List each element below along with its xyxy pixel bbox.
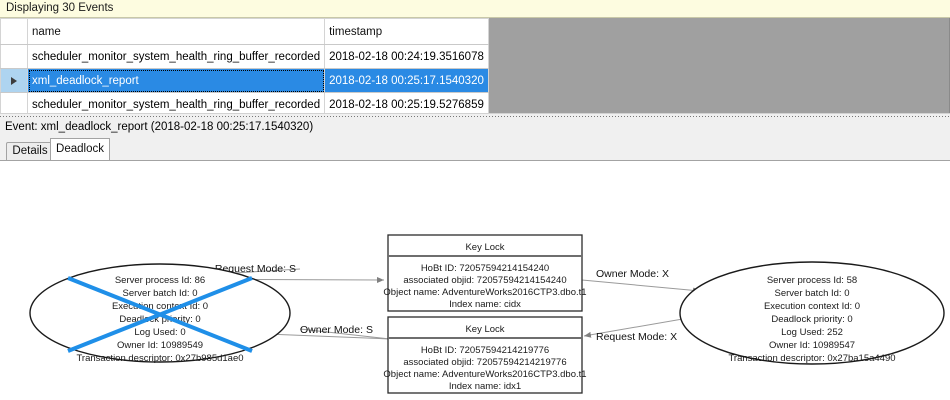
edge-right-owner-label: Owner Mode: X <box>596 268 669 280</box>
cell-timestamp[interactable]: 2018-02-18 00:25:17.1540320 <box>324 68 489 93</box>
table-row-selected[interactable]: xml_deadlock_report 2018-02-18 00:25:17.… <box>0 68 489 93</box>
victim-cross-icon <box>67 276 253 353</box>
process-left-line-5: Owner Id: 10989549 <box>117 340 203 351</box>
row-selector-cell[interactable] <box>0 68 28 93</box>
keylock-bottom-line-2: Object name: AdventureWorks2016CTP3.dbo.… <box>383 369 586 380</box>
process-node-right[interactable]: Server process Id: 58 Server batch Id: 0… <box>679 261 945 365</box>
tab-details[interactable]: Details <box>6 142 54 160</box>
keylock-bottom-title: Key Lock <box>465 324 504 335</box>
process-left-line-4: Log Used: 0 <box>134 327 185 338</box>
events-banner: Displaying 30 Events <box>0 0 950 18</box>
column-header-name[interactable]: name <box>26 18 326 45</box>
header-selector-cell <box>0 18 28 45</box>
keylock-bottom-line-3: Index name: idx1 <box>449 381 521 392</box>
process-left-line-6: Transaction descriptor: 0x27b985d1ae0 <box>76 353 243 364</box>
resource-node-keylock-top[interactable]: Key Lock HoBt ID: 72057594214154240 asso… <box>383 234 587 312</box>
process-right-line-1: Server batch Id: 0 <box>775 288 850 299</box>
cell-name[interactable]: scheduler_monitor_system_health_ring_buf… <box>26 44 326 69</box>
process-left-line-3: Deadlock priority: 0 <box>119 314 200 325</box>
row-selector-cell[interactable] <box>0 44 28 69</box>
horizontal-splitter[interactable] <box>0 113 950 120</box>
table-row[interactable]: scheduler_monitor_system_health_ring_buf… <box>0 44 489 69</box>
column-header-timestamp[interactable]: timestamp <box>324 18 489 45</box>
keylock-top-title: Key Lock <box>465 242 504 253</box>
row-selector-cell[interactable] <box>0 92 28 117</box>
edge-right-request-label: Request Mode: X <box>596 331 677 343</box>
process-node-left[interactable]: Server process Id: 86 Server batch Id: 0… <box>29 263 291 364</box>
row-selector-arrow-icon <box>11 76 17 85</box>
process-right-line-2: Execution context Id: 0 <box>764 301 860 312</box>
process-right-line-4: Log Used: 252 <box>781 327 843 338</box>
keylock-bottom-line-1: associated objid: 72057594214219776 <box>403 357 566 368</box>
tab-deadlock[interactable]: Deadlock <box>50 138 110 160</box>
events-grid[interactable]: name timestamp scheduler_monitor_system_… <box>0 18 950 117</box>
events-table[interactable]: name timestamp scheduler_monitor_system_… <box>0 18 489 117</box>
process-left-line-2: Execution context Id: 0 <box>112 301 208 312</box>
process-right-line-0: Server process Id: 58 <box>767 275 857 286</box>
resource-node-keylock-bottom[interactable]: Key Lock HoBt ID: 72057594214219776 asso… <box>383 316 587 394</box>
edge-left-request-label: Request Mode: S <box>215 263 296 275</box>
process-left-line-1: Server batch Id: 0 <box>123 288 198 299</box>
keylock-bottom-line-0: HoBt ID: 72057594214219776 <box>421 345 549 356</box>
process-left-line-0: Server process Id: 86 <box>115 275 205 286</box>
tab-strip: Details Deadlock <box>0 138 950 160</box>
process-right-line-5: Owner Id: 10989547 <box>769 340 855 351</box>
keylock-top-line-2: Object name: AdventureWorks2016CTP3.dbo.… <box>383 287 586 298</box>
cell-name[interactable]: xml_deadlock_report <box>26 68 326 93</box>
table-header-row: name timestamp <box>0 18 489 45</box>
keylock-top-line-3: Index name: cidx <box>449 299 521 310</box>
process-right-line-3: Deadlock priority: 0 <box>771 314 852 325</box>
process-right-line-6: Transaction descriptor: 0x27ba15a4490 <box>728 353 895 364</box>
events-banner-text: Displaying 30 Events <box>6 2 114 14</box>
cell-timestamp[interactable]: 2018-02-18 00:24:19.3516078 <box>324 44 489 69</box>
event-detail-bar: Event: xml_deadlock_report (2018-02-18 0… <box>0 119 950 138</box>
keylock-top-line-0: HoBt ID: 72057594214154240 <box>421 263 549 274</box>
keylock-top-line-1: associated objid: 72057594214154240 <box>403 275 566 286</box>
edge-left-owner-label: Owner Mode: S <box>300 324 373 336</box>
cell-timestamp[interactable]: 2018-02-18 00:25:19.5276859 <box>324 92 489 117</box>
event-detail-label: Event: xml_deadlock_report (2018-02-18 0… <box>5 121 314 133</box>
edge-right-owner: Owner Mode: X <box>581 268 701 294</box>
deadlock-graph-canvas[interactable]: Request Mode: S Owner Mode: S Owner Mode… <box>0 160 950 400</box>
